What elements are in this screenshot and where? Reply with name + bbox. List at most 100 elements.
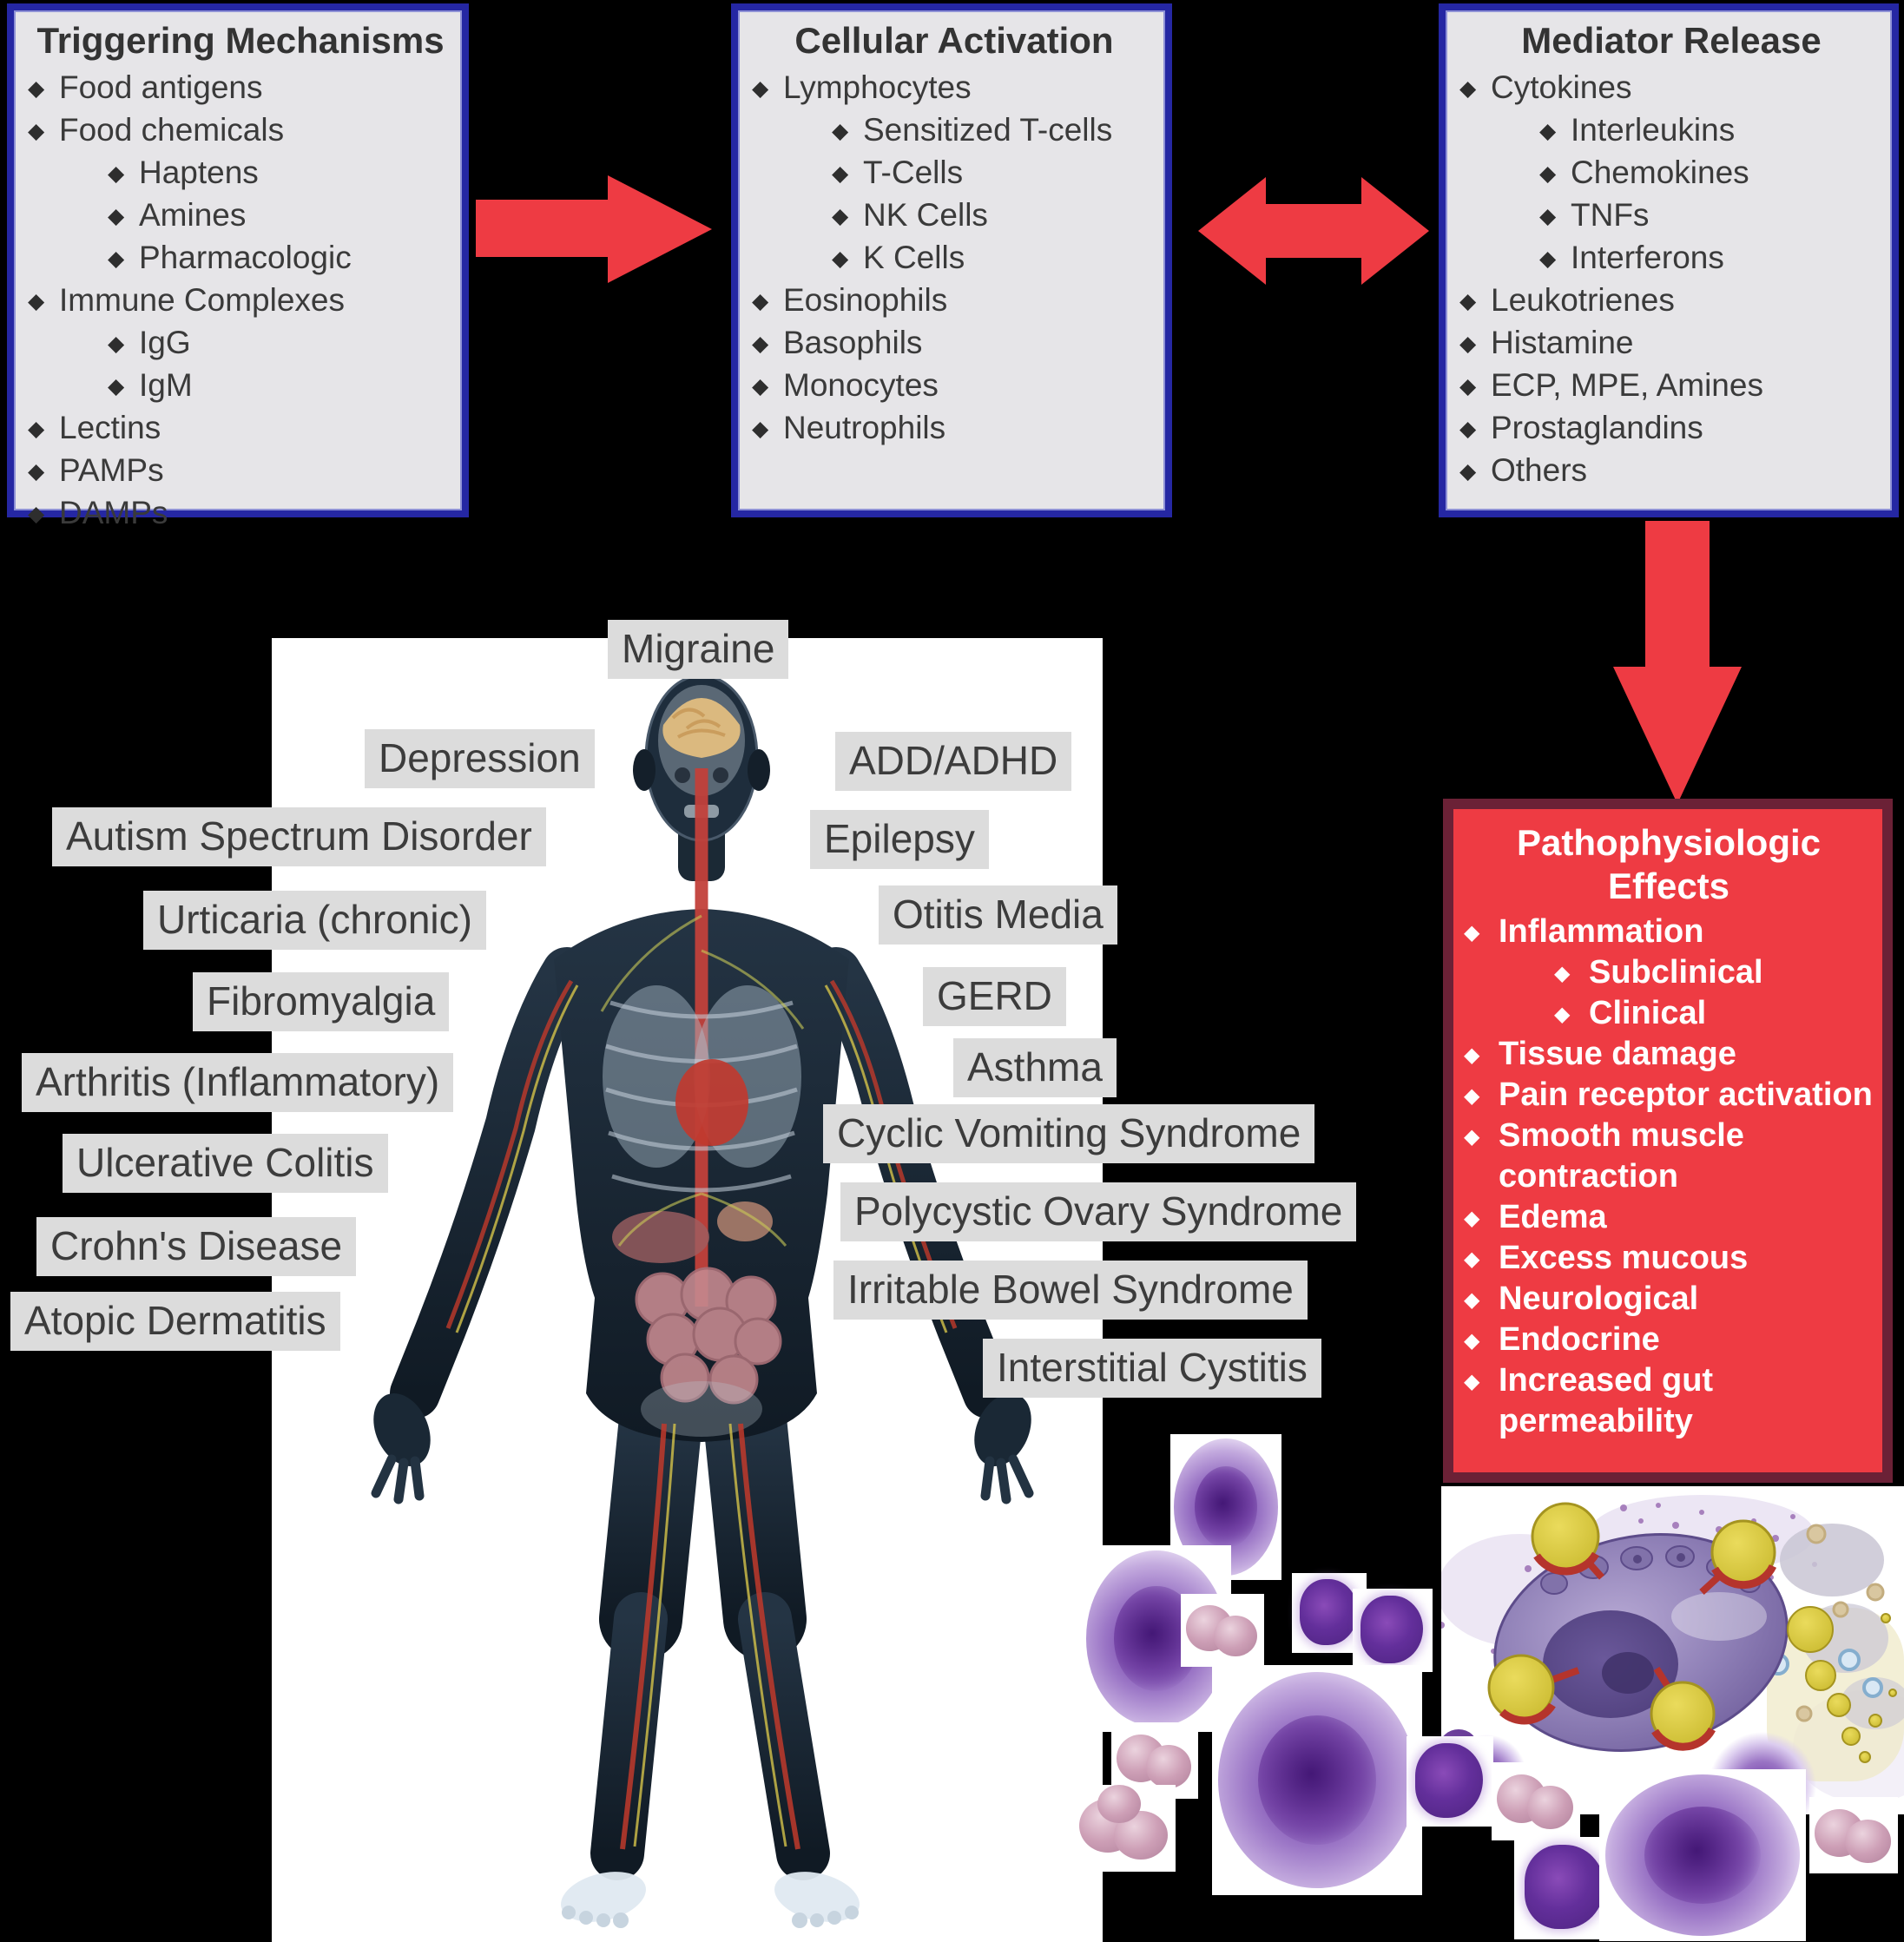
list-item-text: Tissue damage bbox=[1499, 1036, 1736, 1072]
disease-label-chip: Otitis Media bbox=[879, 885, 1117, 945]
diamond-bullet-icon: ◆ bbox=[108, 374, 125, 398]
diamond-bullet-icon: ◆ bbox=[752, 76, 769, 101]
flow-arrow-down-icon bbox=[1613, 521, 1742, 804]
diamond-bullet-icon: ◆ bbox=[1539, 204, 1557, 228]
list-item-text: Increased gut permeability bbox=[1499, 1362, 1714, 1439]
list-item: ◆Leukotrienes bbox=[1459, 279, 1883, 321]
list-item: ◆Endocrine bbox=[1464, 1320, 1874, 1360]
list-item: ◆ Interferons bbox=[1539, 236, 1883, 279]
list-item-text: Excess mucous bbox=[1499, 1240, 1749, 1276]
cell-image-tile bbox=[1353, 1589, 1433, 1672]
list-item-text: Cytokines bbox=[1491, 69, 1632, 105]
flow-arrow-double-icon bbox=[1198, 177, 1429, 285]
mediator-release-box: Mediator Release ◆Cytokines◆Interleukins… bbox=[1439, 3, 1899, 517]
list-item: ◆ Edema bbox=[1464, 1197, 1874, 1238]
list-item-text: Edema bbox=[1499, 1199, 1607, 1235]
list-item: ◆ PAMPs bbox=[28, 449, 453, 491]
list-item-text: Prostaglandins bbox=[1491, 410, 1703, 445]
diamond-bullet-icon: ◆ bbox=[108, 161, 125, 186]
cell-image-tile bbox=[1599, 1769, 1806, 1941]
cell-image-tile bbox=[1212, 1665, 1422, 1895]
diamond-bullet-icon: ◆ bbox=[832, 247, 849, 271]
list-item-text: DAMPs bbox=[59, 495, 168, 530]
list-item: ◆Chemokines bbox=[1539, 151, 1883, 194]
diamond-bullet-icon: ◆ bbox=[108, 332, 125, 356]
list-item-text: Immune Complexes bbox=[59, 282, 346, 318]
disease-label-chip: Fibromyalgia bbox=[193, 972, 450, 1031]
disease-label-chip: Polycystic Ovary Syndrome bbox=[840, 1182, 1357, 1241]
list-item-text: TNFs bbox=[1571, 197, 1650, 233]
list-item-text: PAMPs bbox=[59, 452, 164, 488]
diamond-bullet-icon: ◆ bbox=[1539, 119, 1557, 143]
list-item: ◆ Histamine bbox=[1459, 321, 1883, 364]
list-item-text: Monocytes bbox=[783, 367, 939, 403]
list-item: ◆Others bbox=[1459, 449, 1883, 491]
cell-image-tile bbox=[1492, 1762, 1580, 1840]
cell-image-tile bbox=[1181, 1594, 1264, 1667]
diamond-bullet-icon: ◆ bbox=[1554, 1003, 1571, 1026]
list-item-text: Interferons bbox=[1571, 240, 1724, 275]
diamond-bullet-icon: ◆ bbox=[1464, 921, 1480, 945]
patho-box-title: Pathophysiologic Effects bbox=[1516, 822, 1822, 906]
list-item: ◆Amines bbox=[108, 194, 453, 236]
list-item-text: IgG bbox=[139, 325, 191, 360]
disease-label-chip: Atopic Dermatitis bbox=[10, 1292, 340, 1351]
list-item-text: NK Cells bbox=[863, 197, 988, 233]
list-item: ◆ Pain receptor activation bbox=[1464, 1075, 1874, 1116]
list-item: ◆ K Cells bbox=[832, 236, 1156, 279]
list-item-text: ECP, MPE, Amines bbox=[1491, 367, 1763, 403]
cell-image-tile bbox=[1407, 1736, 1493, 1827]
disease-label-chip: Migraine bbox=[608, 620, 789, 679]
diamond-bullet-icon: ◆ bbox=[108, 247, 125, 271]
diamond-bullet-icon: ◆ bbox=[1464, 1288, 1480, 1312]
diamond-bullet-icon: ◆ bbox=[832, 204, 849, 228]
disease-label-chip: Ulcerative Colitis bbox=[63, 1134, 388, 1193]
list-item-text: Food antigens bbox=[59, 69, 263, 105]
diamond-bullet-icon: ◆ bbox=[752, 417, 769, 441]
list-item: ◆ Inflammation bbox=[1464, 912, 1874, 952]
list-item: ◆Smooth muscle contraction bbox=[1464, 1116, 1874, 1197]
list-item-text: Pain receptor activation bbox=[1499, 1076, 1873, 1113]
disease-label-chip: GERD bbox=[923, 967, 1066, 1026]
box-title: Cellular Activation bbox=[794, 20, 1114, 61]
list-item-text: Inflammation bbox=[1499, 913, 1704, 950]
diamond-bullet-icon: ◆ bbox=[28, 119, 45, 143]
diamond-bullet-icon: ◆ bbox=[1464, 1084, 1480, 1108]
list-item: ◆ Immune Complexes bbox=[28, 279, 453, 321]
diamond-bullet-icon: ◆ bbox=[1459, 332, 1477, 356]
list-item: ◆ ECP, MPE, Amines bbox=[1459, 364, 1883, 406]
list-item-text: Others bbox=[1491, 452, 1588, 488]
cell-image-tile bbox=[1073, 1785, 1176, 1872]
list-item: ◆ TNFs bbox=[1539, 194, 1883, 236]
list-item-text: Interleukins bbox=[1571, 112, 1736, 148]
box-list: ◆Lymphocytes◆Sensitized T-cells◆T-Cells◆… bbox=[752, 66, 1156, 449]
diamond-bullet-icon: ◆ bbox=[28, 502, 45, 526]
list-item-text: Subclinical bbox=[1589, 954, 1763, 991]
list-item-text: Histamine bbox=[1491, 325, 1634, 360]
list-item: ◆Excess mucous bbox=[1464, 1238, 1874, 1279]
cellular-activation-box: Cellular Activation ◆Lymphocytes◆Sensiti… bbox=[731, 3, 1172, 517]
diamond-bullet-icon: ◆ bbox=[832, 161, 849, 186]
list-item-text: IgM bbox=[139, 367, 193, 403]
mast-cell-illustration bbox=[1437, 1486, 1904, 1840]
list-item-text: K Cells bbox=[863, 240, 965, 275]
list-item-text: Clinical bbox=[1589, 995, 1707, 1031]
list-item: ◆Neurological bbox=[1464, 1279, 1874, 1320]
diamond-bullet-icon: ◆ bbox=[28, 76, 45, 101]
diamond-bullet-icon: ◆ bbox=[1464, 1207, 1480, 1230]
diamond-bullet-icon: ◆ bbox=[1539, 247, 1557, 271]
list-item: ◆Tissue damage bbox=[1464, 1034, 1874, 1075]
disease-label-chip: Cyclic Vomiting Syndrome bbox=[823, 1104, 1315, 1163]
diamond-bullet-icon: ◆ bbox=[28, 459, 45, 484]
list-item: ◆Sensitized T-cells bbox=[832, 109, 1156, 151]
diamond-bullet-icon: ◆ bbox=[1459, 374, 1477, 398]
box-list: ◆Cytokines◆Interleukins◆Chemokines◆TNFs◆… bbox=[1459, 66, 1883, 491]
list-item-text: Pharmacologic bbox=[139, 240, 352, 275]
list-item-text: Haptens bbox=[139, 155, 259, 190]
diamond-bullet-icon: ◆ bbox=[1554, 962, 1571, 985]
diamond-bullet-icon: ◆ bbox=[28, 289, 45, 313]
diamond-bullet-icon: ◆ bbox=[1539, 161, 1557, 186]
diamond-bullet-icon: ◆ bbox=[832, 119, 849, 143]
list-item: ◆ IgG bbox=[108, 321, 453, 364]
